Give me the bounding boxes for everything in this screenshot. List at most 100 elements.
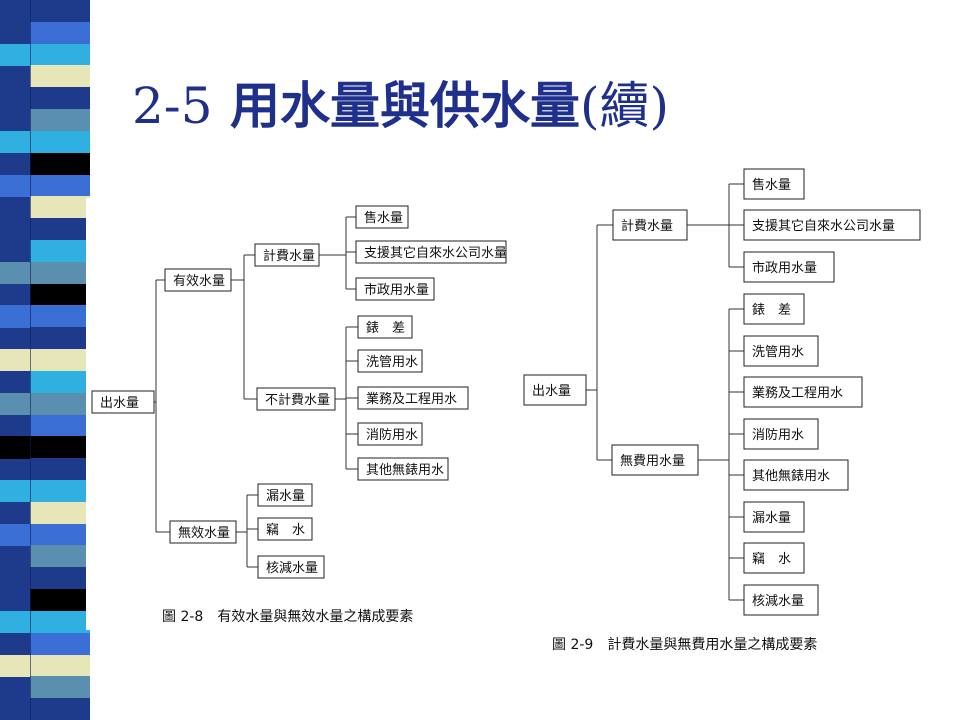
billed-box: 計費水量	[254, 243, 320, 267]
root-box: 出水量	[523, 374, 587, 406]
nonrevenue-item-box: 竊 水	[743, 542, 805, 574]
stripe-block	[0, 43, 90, 66]
billed-box: 計費水量	[612, 209, 688, 241]
nonrevenue-item-box-label: 洗管用水	[752, 345, 804, 360]
billed-box-label: 計費水量	[621, 218, 673, 234]
stripe-block	[30, 240, 90, 263]
figure-2-8-diagram: 出水量有效水量無效水量計費水量不計費水量售水量支援其它自來水公司水量市政用水量錶…	[86, 198, 530, 630]
nonrevenue-item-box-frame	[743, 376, 863, 408]
unbilled-item-box: 業務及工程用水	[357, 386, 469, 410]
nonrevenue-item-box-frame	[743, 335, 819, 367]
title-number: 2-5	[132, 77, 213, 135]
billed-box-frame	[254, 243, 320, 267]
unbilled-item-box: 消防用水	[357, 422, 423, 446]
stripe-block	[30, 109, 90, 132]
unbilled-item-box-frame	[357, 457, 449, 481]
stripe-block	[0, 218, 90, 241]
root-box-frame	[523, 374, 587, 406]
ineffective-item-box-frame	[257, 517, 313, 541]
ineffective-item-box-label: 漏水量	[266, 488, 305, 504]
stripe-block	[0, 87, 90, 110]
nonrevenue-item-box-frame	[743, 542, 805, 574]
nonrevenue-item-box-label: 竊 水	[752, 551, 791, 567]
title-text: 用水量與供水量	[229, 77, 580, 135]
stripe-block	[0, 174, 90, 197]
unbilled-item-box-frame	[357, 422, 423, 446]
unbilled-item-box-frame	[357, 315, 413, 339]
stripe-block	[0, 654, 90, 677]
nonrevenue-item-box: 漏水量	[743, 501, 805, 533]
nonrevenue-item-box-frame	[743, 584, 819, 616]
stripe-block	[30, 65, 90, 88]
ineffective-box-label: 無效水量	[178, 526, 230, 541]
figure-2-9-caption: 圖 2-9 計費水量與無費用水量之構成要素	[552, 637, 817, 653]
nonrevenue-item-box-frame	[743, 293, 805, 325]
billed-item-box: 支援其它自來水公司水量	[355, 240, 507, 264]
billed-item-box-label: 支援其它自來水公司水量	[364, 245, 507, 261]
nonrevenue-item-box-frame	[743, 501, 805, 533]
billed-item-box-frame	[743, 251, 835, 283]
billed-item-box-frame	[355, 205, 409, 229]
ineffective-item-box: 核減水量	[257, 555, 325, 579]
stripe-divider	[30, 0, 31, 720]
ineffective-box-frame	[169, 520, 237, 544]
figure-2-8-boxes: 出水量有效水量無效水量計費水量不計費水量售水量支援其它自來水公司水量市政用水量錶…	[91, 205, 507, 579]
title-suffix: (續)	[579, 77, 669, 135]
stripe-block	[0, 698, 90, 720]
stripe-block	[0, 130, 90, 154]
ineffective-item-box-frame	[257, 483, 313, 507]
root-box-label: 出水量	[532, 384, 571, 399]
billed-box-label: 計費水量	[263, 248, 315, 264]
stripe-block	[30, 370, 90, 394]
unbilled-item-box-label: 業務及工程用水	[366, 391, 457, 407]
ineffective-item-box: 漏水量	[257, 483, 313, 507]
figure-2-8-caption: 圖 2-8 有效水量與無效水量之構成要素	[162, 609, 413, 625]
nonrevenue-item-box-label: 錶 差	[752, 303, 791, 318]
billed-item-box-label: 支援其它自來水公司水量	[752, 218, 895, 234]
stripe-block	[0, 436, 90, 459]
nonrevenue-item-box-label: 漏水量	[752, 510, 791, 526]
stripe-block	[0, 261, 90, 285]
stripe-block	[30, 414, 90, 437]
effective-box-frame	[164, 268, 232, 292]
billed-item-box: 市政用水量	[355, 277, 435, 301]
ineffective-box: 無效水量	[169, 520, 237, 544]
nonrevenue-item-box-frame	[743, 459, 849, 491]
stripe-block	[30, 458, 90, 481]
billed-item-box-frame	[743, 168, 805, 200]
ineffective-item-box-frame	[257, 555, 325, 579]
ineffective-item-box-label: 竊 水	[266, 522, 305, 538]
nonrevenue-box-frame	[611, 444, 699, 476]
unbilled-box-frame	[256, 387, 336, 411]
effective-box: 有效水量	[164, 268, 232, 292]
nonrevenue-box-label: 無費用水量	[620, 454, 685, 469]
unbilled-box-label: 不計費水量	[265, 392, 330, 408]
root-box: 出水量	[91, 390, 155, 414]
stripe-block	[30, 589, 90, 612]
unbilled-item-box: 錶 差	[357, 315, 413, 339]
figure-2-9-connectors	[586, 183, 744, 601]
stripe-block	[0, 480, 90, 503]
unbilled-item-box: 洗管用水	[357, 349, 423, 373]
billed-item-box-frame	[355, 240, 507, 264]
stripe-block	[0, 567, 90, 590]
stripe-block	[30, 21, 90, 45]
nonrevenue-item-box-label: 其他無錶用水	[752, 469, 830, 484]
nonrevenue-item-box: 其他無錶用水	[743, 459, 849, 491]
stripe-block	[0, 0, 90, 23]
stripe-block	[30, 501, 90, 525]
stripe-block	[0, 523, 90, 546]
billed-item-box-label: 市政用水量	[364, 282, 429, 298]
figure-2-8-connectors	[154, 216, 358, 568]
nonrevenue-item-box-label: 業務及工程用水	[752, 385, 843, 401]
billed-item-box: 售水量	[743, 168, 805, 200]
unbilled-item-box: 其他無錶用水	[357, 457, 449, 481]
stripe-block	[30, 283, 90, 306]
nonrevenue-item-box: 核減水量	[743, 584, 819, 616]
nonrevenue-item-box-label: 核減水量	[752, 593, 804, 609]
billed-item-box: 市政用水量	[743, 251, 835, 283]
stripe-block	[30, 327, 90, 350]
